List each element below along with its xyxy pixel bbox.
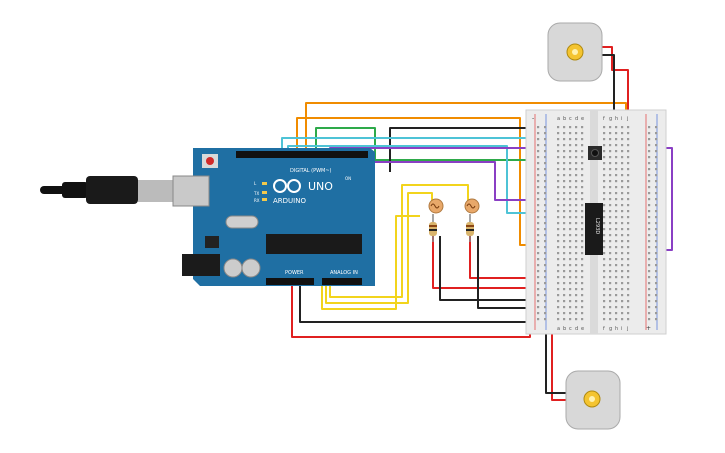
board-model: UNO — [308, 180, 333, 193]
wire-red-ldr-a[interactable] — [432, 236, 530, 289]
svg-text:j: j — [626, 116, 628, 122]
arduino-uno-board[interactable]: ARDUINO UNO DIGITAL (PWM~) POWER ANALOG … — [172, 148, 375, 286]
wire-yellow-3[interactable] — [321, 215, 420, 310]
svg-text:i: i — [621, 116, 622, 122]
svg-text:d: d — [575, 326, 578, 332]
rail-plus-label: + — [646, 325, 651, 332]
wire-black-ldr-b[interactable] — [477, 236, 540, 309]
wire-black-ldr-a[interactable] — [439, 236, 540, 301]
dc-motor-1[interactable] — [547, 22, 603, 82]
usb-jack — [172, 175, 210, 207]
push-button[interactable] — [588, 146, 602, 160]
svg-text:j: j — [626, 326, 628, 332]
wire-yellow-1[interactable] — [325, 192, 433, 304]
photoresistor-1[interactable] — [428, 198, 444, 214]
svg-text:c: c — [569, 326, 572, 332]
capacitor — [241, 258, 261, 278]
svg-text:g: g — [609, 326, 612, 332]
rail-minus-label: - — [532, 115, 534, 122]
svg-text:a: a — [557, 116, 560, 122]
svg-text:a: a — [557, 326, 560, 332]
resistor-1[interactable] — [429, 214, 437, 242]
resistor-2[interactable] — [466, 214, 474, 242]
svg-text:f: f — [603, 326, 605, 332]
power-header — [266, 278, 314, 285]
photoresistor-2[interactable] — [464, 198, 480, 214]
board-logo-text: ARDUINO — [273, 197, 306, 205]
crystal — [225, 215, 259, 229]
svg-text:i: i — [621, 326, 622, 332]
dc-jack — [182, 254, 220, 276]
capacitor — [223, 258, 243, 278]
breadboard-holes — [537, 126, 658, 321]
svg-text:e: e — [581, 326, 584, 332]
analog-label: ANALOG IN — [330, 270, 358, 276]
analog-header — [322, 278, 362, 285]
l-led-label: L — [254, 181, 257, 186]
svg-text:g: g — [609, 116, 612, 122]
svg-text:e: e — [581, 116, 584, 122]
svg-text:b: b — [563, 116, 566, 122]
chip-label: L293D — [594, 218, 600, 234]
on-led-label: ON — [345, 176, 351, 181]
wire-green[interactable] — [315, 127, 580, 161]
tx-led-label: TX — [253, 191, 259, 196]
power-label: POWER — [285, 270, 304, 276]
svg-text:f: f — [603, 116, 605, 122]
arduino-logo-icon — [273, 179, 301, 193]
wire-red-ldr-b[interactable] — [469, 236, 530, 279]
svg-text:h: h — [615, 326, 618, 332]
svg-text:d: d — [575, 116, 578, 122]
dc-motor-2[interactable] — [565, 370, 621, 430]
l293d-chip[interactable]: L293D — [585, 203, 603, 255]
digital-label: DIGITAL (PWM~) — [290, 168, 332, 174]
svg-text:c: c — [569, 116, 572, 122]
rx-led-label: RX — [254, 198, 260, 203]
breadboard-col-letters: a b c d e f g h i j a b c d e f g h i j — [557, 116, 628, 332]
wire-yellow-2[interactable] — [329, 184, 469, 298]
digital-header — [236, 151, 368, 158]
svg-text:b: b — [563, 326, 566, 332]
atmega-chip — [266, 234, 362, 254]
regulator — [205, 236, 219, 248]
usb-cable[interactable] — [40, 176, 198, 204]
svg-text:h: h — [615, 116, 618, 122]
